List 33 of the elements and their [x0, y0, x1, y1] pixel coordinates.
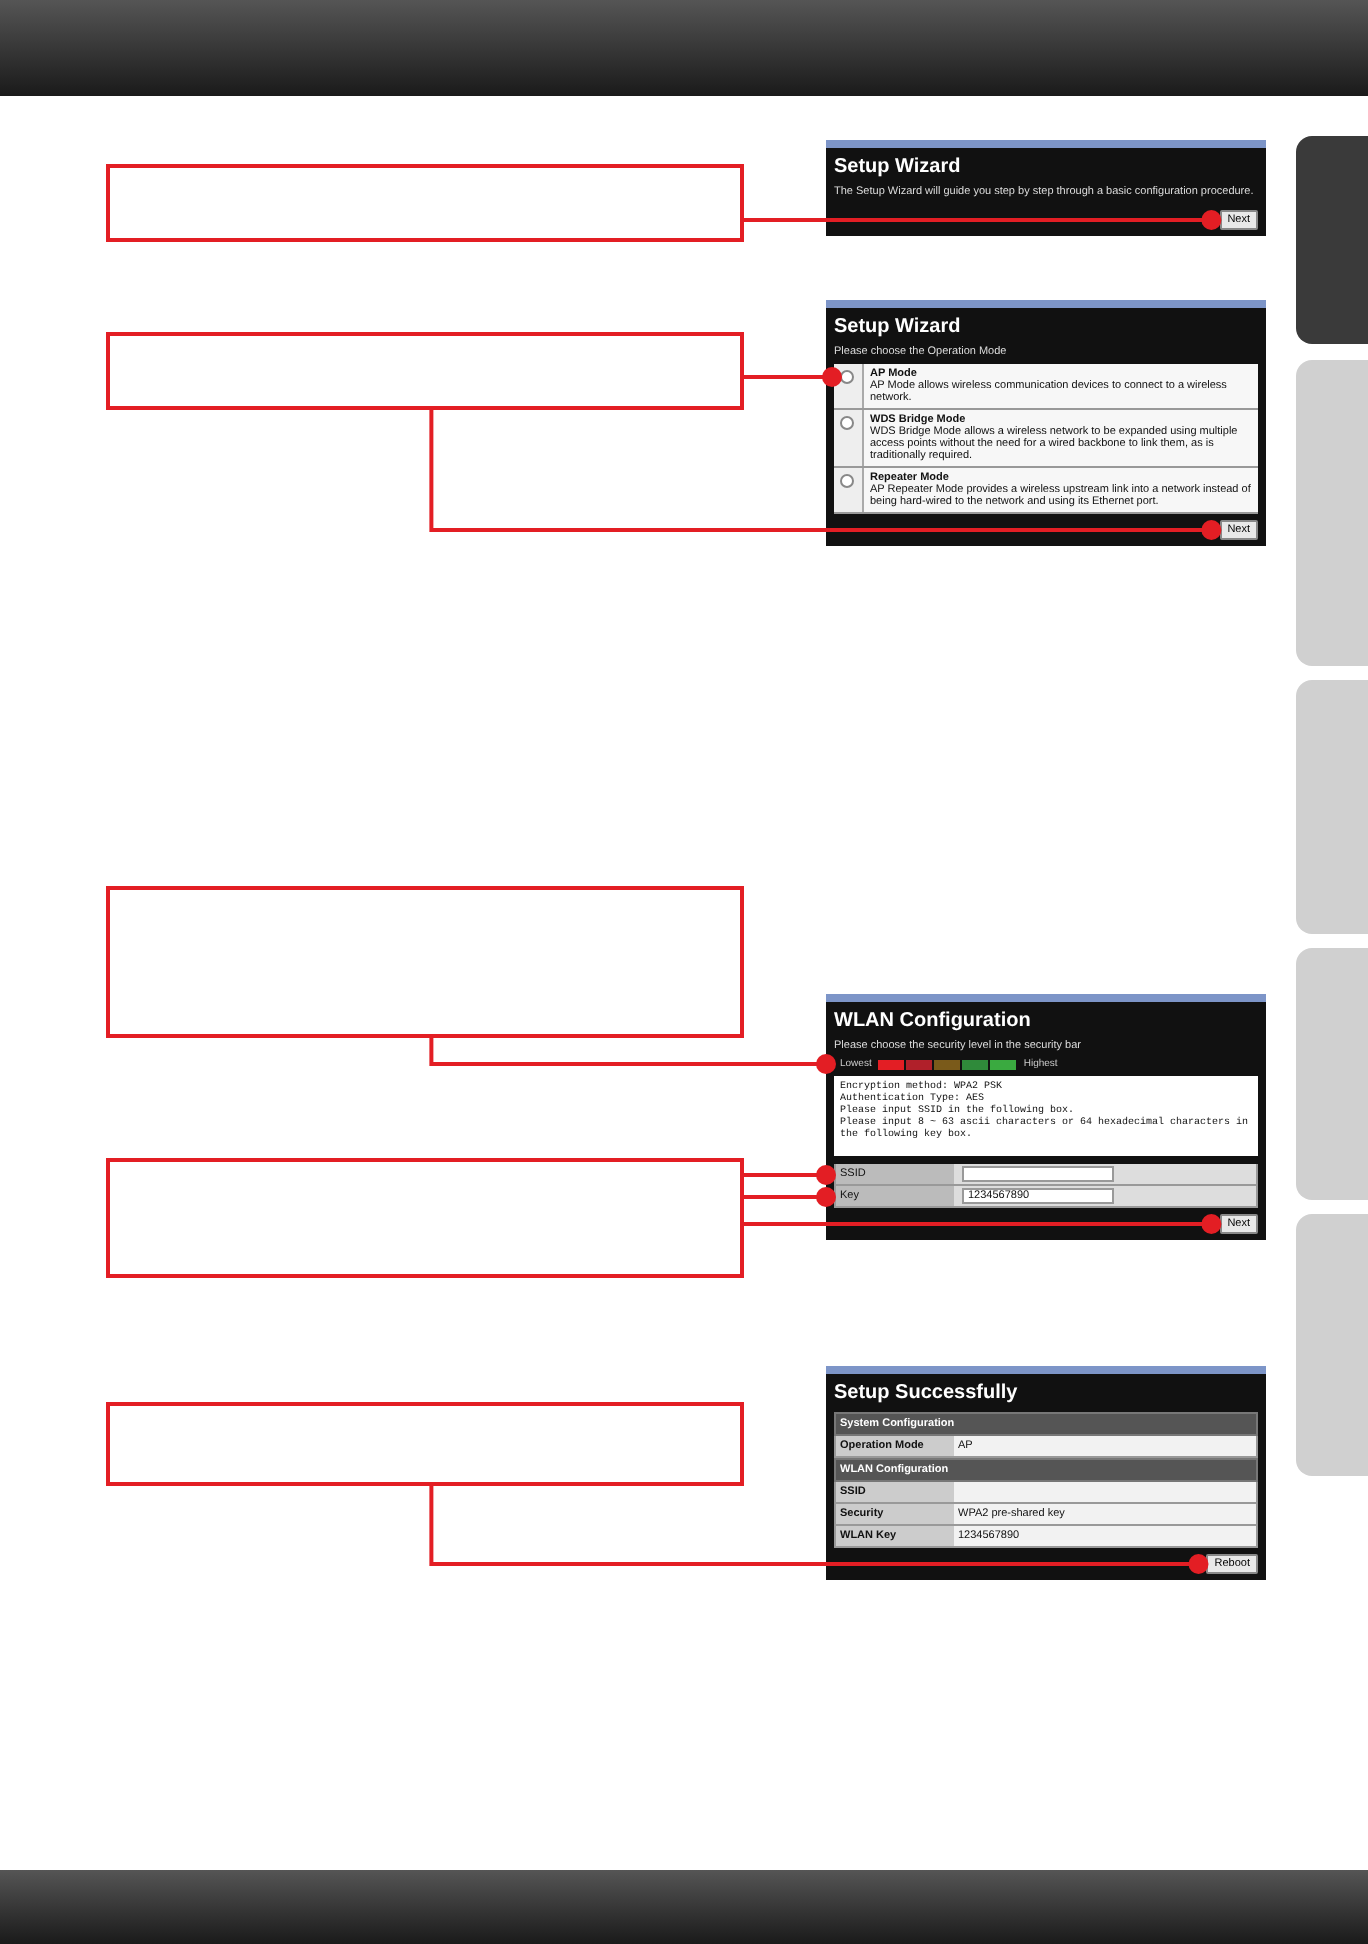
leader-line: [744, 367, 842, 387]
radio-button: [840, 416, 854, 430]
side-tab: [1296, 360, 1368, 666]
panel-title: WLAN Configuration: [834, 1010, 1033, 1032]
callout-box: [106, 164, 744, 242]
callout-box: [106, 332, 744, 410]
side-tab: [1296, 680, 1368, 934]
side-tab: [1296, 136, 1368, 344]
leader-line: [429, 1038, 836, 1074]
leader-line: [744, 210, 1222, 230]
callout-box: [106, 1158, 744, 1278]
callout-box: [106, 886, 744, 1038]
panel-title: Setup Successfully: [834, 1382, 1020, 1404]
screenshot-panel: [826, 994, 1266, 1240]
panel-title: Setup Wizard: [834, 316, 963, 338]
screenshot-panel: [826, 140, 1266, 236]
side-tab: [1296, 1214, 1368, 1476]
radio-button: [840, 370, 854, 384]
screenshot-panel: [826, 1366, 1266, 1580]
leader-line: [429, 410, 1222, 540]
info-box: [834, 1076, 1258, 1156]
side-tab: [1296, 948, 1368, 1200]
leader-line: [744, 1165, 836, 1185]
leader-line: [744, 1187, 836, 1207]
leader-line: [744, 1214, 1222, 1234]
callout-box: [106, 1402, 744, 1486]
security-level-bar: [834, 1058, 1058, 1070]
form-row: [834, 1164, 1258, 1186]
leader-line: [429, 1486, 1209, 1574]
radio-button: [840, 474, 854, 488]
screenshot-panel: [826, 300, 1266, 546]
form-row: [834, 1186, 1258, 1208]
panel-title: Setup Wizard: [834, 156, 963, 178]
